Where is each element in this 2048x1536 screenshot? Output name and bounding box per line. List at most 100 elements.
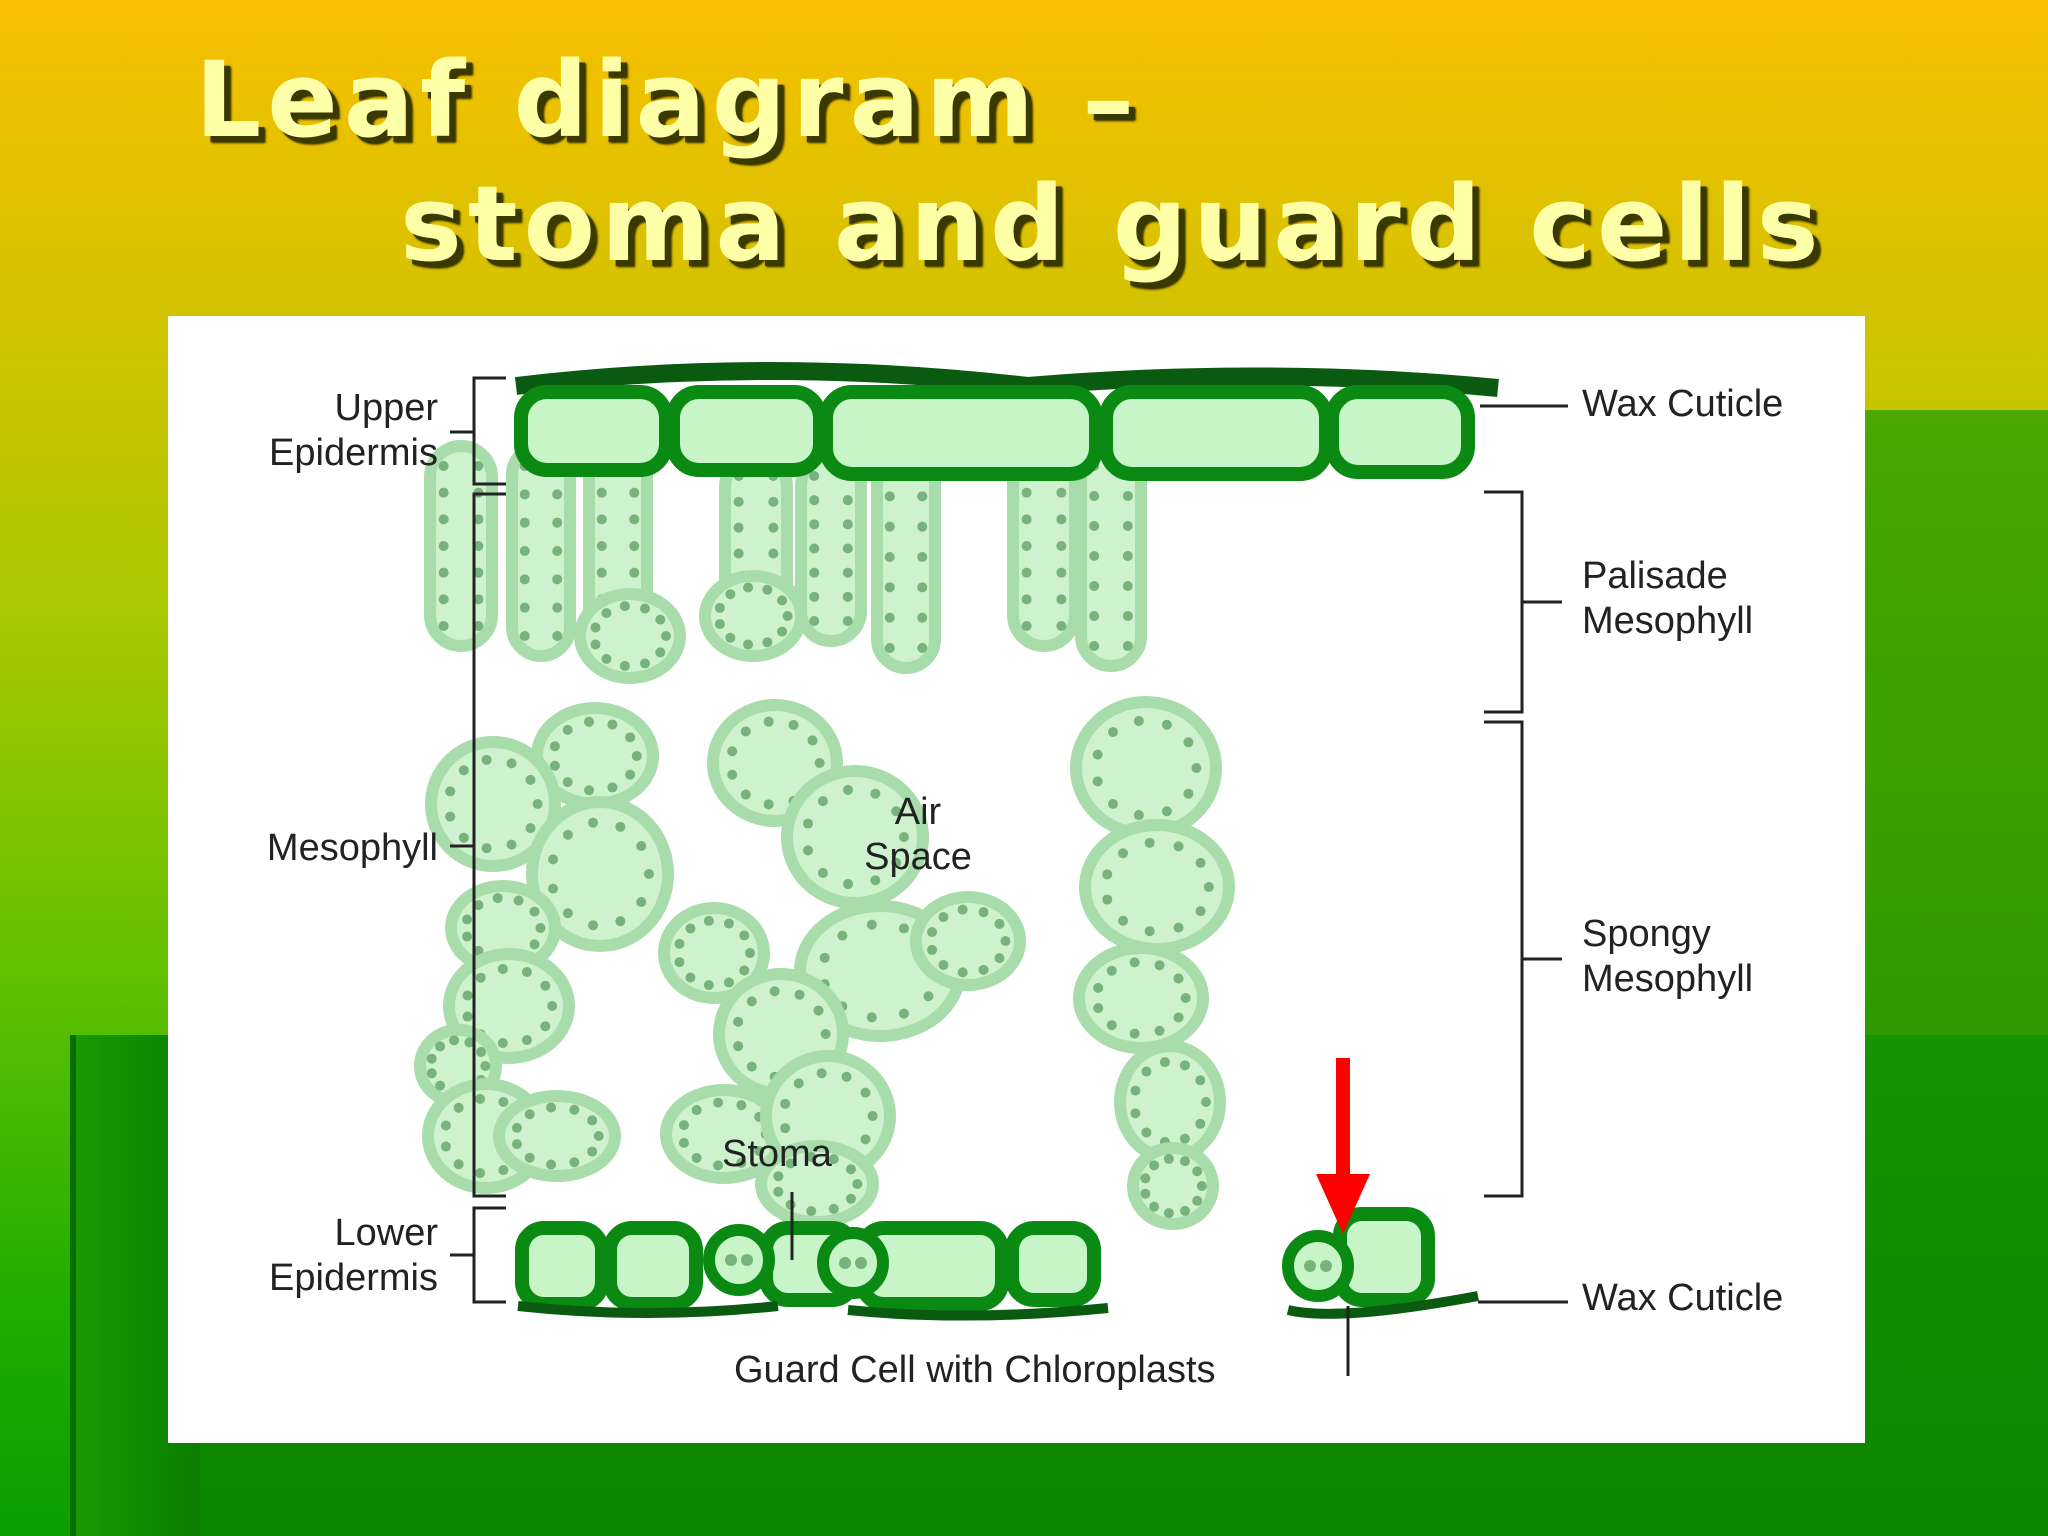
chloroplast <box>763 799 774 810</box>
chloroplast <box>762 637 773 648</box>
label-upper-epidermis-line1: Upper <box>334 387 439 429</box>
chloroplast <box>725 589 736 600</box>
chloroplast <box>745 948 755 958</box>
chloroplast <box>713 1097 724 1108</box>
chloroplast <box>1180 993 1191 1003</box>
lower-epidermis-cell <box>515 1221 609 1311</box>
chloroplast <box>814 758 825 768</box>
chloroplast <box>1000 936 1011 946</box>
chloroplast <box>1183 737 1194 748</box>
chloroplast <box>1191 763 1202 773</box>
chloroplast <box>917 552 928 562</box>
chloroplast <box>1056 514 1067 525</box>
chloroplast <box>1195 857 1206 868</box>
chloroplast <box>462 931 473 942</box>
chloroplast <box>917 582 928 593</box>
chloroplast <box>529 939 540 950</box>
chloroplast <box>678 1120 689 1131</box>
chloroplast <box>540 980 551 991</box>
chloroplast <box>524 1152 535 1163</box>
chloroplast <box>1195 1118 1206 1129</box>
chloroplast <box>619 601 630 612</box>
chloroplast <box>661 631 671 641</box>
chloroplast <box>1144 837 1155 848</box>
chloroplast <box>525 823 536 834</box>
chloroplast <box>476 1046 487 1057</box>
chloroplast <box>1179 1205 1190 1216</box>
chloroplast <box>480 1061 491 1071</box>
chloroplast <box>462 1011 473 1022</box>
chloroplast <box>727 746 738 757</box>
chloroplast <box>588 920 599 931</box>
chloroplast <box>506 758 517 769</box>
chloroplast <box>601 653 612 664</box>
chloroplast <box>438 594 449 605</box>
chloroplast <box>1092 749 1103 760</box>
chloroplast <box>562 908 573 919</box>
chloroplast <box>438 461 449 471</box>
chloroplast <box>788 720 799 731</box>
chloroplast <box>438 621 449 631</box>
chloroplast <box>519 489 530 500</box>
chloroplast <box>839 1257 851 1269</box>
chloroplast <box>685 923 696 934</box>
lower-epidermis-cell <box>603 1221 703 1311</box>
chloroplast <box>1161 806 1172 817</box>
chloroplast <box>1089 581 1100 591</box>
chloroplast <box>473 621 484 631</box>
chloroplast <box>552 574 563 585</box>
label-air-space-line2: Space <box>864 836 972 878</box>
chloroplast <box>643 869 654 879</box>
chloroplast <box>506 839 517 850</box>
chloroplast <box>601 608 612 619</box>
chloroplast <box>917 491 928 502</box>
chloroplast <box>1173 1012 1184 1023</box>
label-air-space: Air Space <box>828 790 1008 880</box>
chloroplast <box>870 788 881 799</box>
chloroplast <box>619 660 630 671</box>
chloroplast <box>740 726 751 737</box>
label-lower-epidermis-line2: Epidermis <box>269 1257 438 1299</box>
chloroplast <box>842 519 853 530</box>
chloroplast <box>1056 487 1067 498</box>
bracket-spongy <box>1484 720 1562 1198</box>
chloroplast <box>884 521 895 532</box>
label-upper-epidermis: Upper Epidermis <box>198 386 438 476</box>
chloroplast <box>1056 541 1067 551</box>
chloroplast <box>1130 1108 1141 1119</box>
chloroplast <box>733 496 744 507</box>
upper-epidermis-cell <box>1099 385 1333 481</box>
chloroplast <box>803 818 814 829</box>
chloroplast <box>917 521 928 532</box>
chloroplast <box>1118 915 1129 926</box>
chloroplast <box>1149 1160 1160 1171</box>
label-stoma: Stoma <box>722 1133 832 1175</box>
chloroplast <box>891 806 902 817</box>
chloroplast <box>809 471 820 481</box>
spongy-cell <box>658 902 770 1004</box>
chloroplast <box>596 541 607 551</box>
chloroplast <box>898 832 909 842</box>
chloroplast <box>891 857 902 868</box>
chloroplast <box>1201 1097 1211 1107</box>
chloroplast <box>1195 1075 1206 1086</box>
chloroplast <box>519 517 530 528</box>
chloroplast <box>1107 727 1118 738</box>
upper-epidermis-cell <box>666 385 827 477</box>
chloroplast <box>842 567 853 578</box>
spongy-cell <box>574 588 686 684</box>
chloroplast <box>691 1105 702 1116</box>
chloroplast <box>475 972 486 983</box>
chloroplast <box>843 879 854 890</box>
chloroplast <box>458 765 469 776</box>
chloroplast <box>1056 567 1067 578</box>
chloroplast <box>1183 788 1194 799</box>
chloroplast <box>855 1257 867 1269</box>
label-spongy-line1: Spongy <box>1582 913 1711 955</box>
chloroplast <box>727 769 738 780</box>
chloroplast <box>793 1078 804 1089</box>
chloroplast <box>837 930 848 941</box>
lower-epidermis-cell <box>1333 1207 1435 1307</box>
guard-cell <box>817 1227 889 1299</box>
chloroplast <box>1196 1181 1207 1191</box>
